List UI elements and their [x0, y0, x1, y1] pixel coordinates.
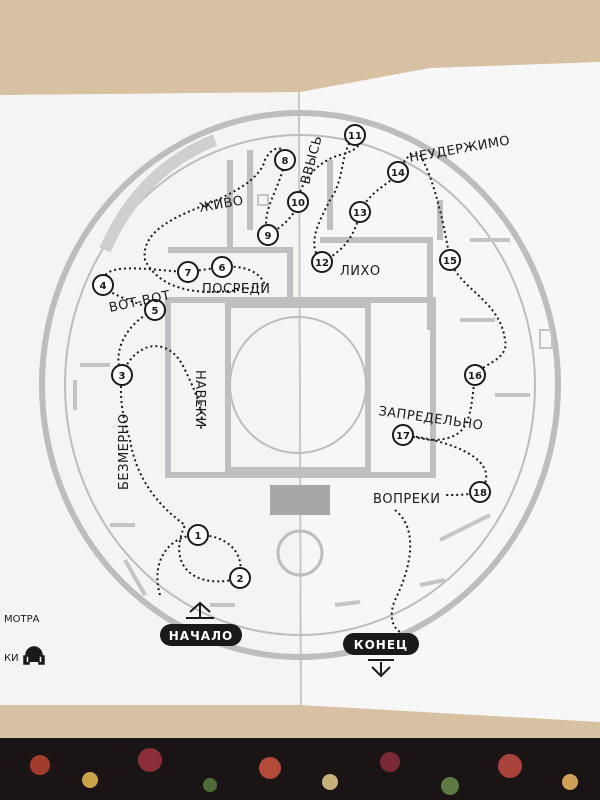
- stop-3-number: 3: [119, 371, 126, 382]
- stop-18[interactable]: 18: [469, 481, 491, 503]
- word-likho: ЛИХО: [340, 264, 381, 279]
- stop-17-number: 17: [396, 431, 410, 442]
- stop-6-number: 6: [219, 263, 226, 274]
- stop-13-number: 13: [353, 208, 367, 219]
- stop-18-number: 18: [473, 488, 487, 499]
- word-naveki: НАВЕКИ: [192, 370, 207, 428]
- headphones-icon: [23, 646, 45, 665]
- small-rotunda: [276, 529, 324, 577]
- stop-6[interactable]: 6: [211, 256, 233, 278]
- stop-12-number: 12: [315, 258, 329, 269]
- central-rotunda: [229, 316, 367, 454]
- route-path: [101, 133, 507, 633]
- stop-12[interactable]: 12: [311, 251, 333, 273]
- route-stops: 1 2 3 4 5 6 7 8 9 10 11 12 13 14 15 16 1…: [92, 124, 491, 589]
- floral-fabric: [0, 738, 600, 800]
- stop-1[interactable]: 1: [187, 524, 209, 546]
- stop-7-number: 7: [185, 268, 192, 279]
- stop-9[interactable]: 9: [257, 224, 279, 246]
- stop-10-number: 10: [291, 198, 305, 209]
- stop-9-number: 9: [265, 231, 272, 242]
- stop-11[interactable]: 11: [344, 124, 366, 146]
- end-pill: [343, 633, 419, 655]
- stop-13[interactable]: 13: [349, 201, 371, 223]
- building-outline: [39, 110, 561, 660]
- stop-8[interactable]: 8: [274, 149, 296, 171]
- stop-4[interactable]: 4: [92, 274, 114, 296]
- right-page: [300, 62, 600, 722]
- stop-14[interactable]: 14: [387, 161, 409, 183]
- grey-block: [270, 485, 330, 515]
- word-posredi: ПОСРЕДИ: [202, 282, 271, 297]
- stop-3[interactable]: 3: [111, 364, 133, 386]
- start-marker[interactable]: НАЧАЛО: [160, 601, 242, 646]
- stop-15-number: 15: [443, 256, 457, 267]
- stop-5-number: 5: [152, 306, 159, 317]
- end-label: КОНЕЦ: [354, 638, 408, 652]
- stop-1-number: 1: [195, 531, 202, 542]
- arrow-up-icon: [186, 601, 214, 619]
- stop-4-number: 4: [100, 281, 107, 292]
- stop-16-number: 16: [468, 371, 482, 382]
- stop-17[interactable]: 17: [392, 424, 414, 446]
- left-page-fragment-2: КИ: [4, 653, 19, 664]
- start-pill: [160, 624, 242, 646]
- floor-plan-walls: [165, 150, 443, 478]
- stop-2-number: 2: [237, 574, 244, 585]
- stop-15[interactable]: 15: [439, 249, 461, 271]
- stop-11-number: 11: [348, 131, 362, 142]
- stop-14-number: 14: [391, 168, 405, 179]
- stop-7[interactable]: 7: [177, 261, 199, 283]
- stop-10[interactable]: 10: [287, 191, 309, 213]
- stop-5[interactable]: 5: [144, 299, 166, 321]
- left-page-fragment-1: МОТРА: [4, 614, 40, 625]
- left-page: [0, 92, 300, 705]
- word-bezmerno: БЕЗМЕРНО: [117, 413, 132, 490]
- stop-8-number: 8: [282, 156, 289, 167]
- arrow-down-icon: [368, 659, 394, 678]
- stop-16[interactable]: 16: [464, 364, 486, 386]
- end-marker[interactable]: КОНЕЦ: [343, 633, 419, 678]
- word-vopreki: ВОПРЕКИ: [373, 492, 440, 507]
- floor-plan-details: [73, 194, 553, 607]
- curved-wall: [99, 134, 218, 253]
- start-label: НАЧАЛО: [169, 629, 233, 643]
- stop-2[interactable]: 2: [229, 567, 251, 589]
